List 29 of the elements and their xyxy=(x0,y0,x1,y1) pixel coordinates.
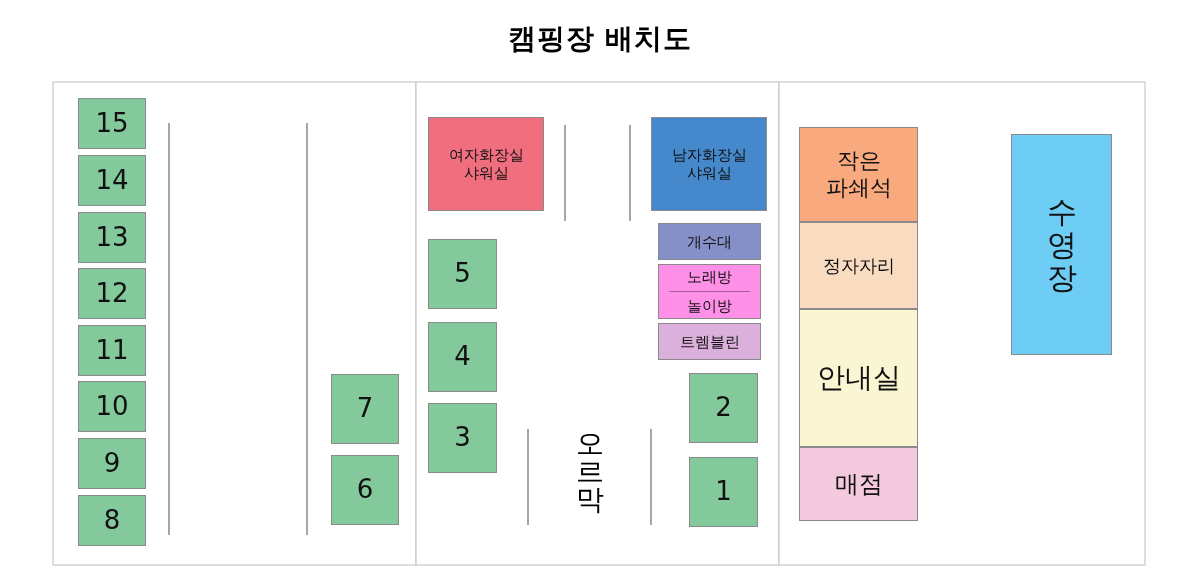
campsite-box: 15 xyxy=(78,98,146,149)
facility-box: 작은 파쇄석 xyxy=(799,127,918,222)
campsite-box: 12 xyxy=(78,268,146,319)
title: 캠핑장 배치도 xyxy=(506,21,694,57)
slope-label: 오르막 xyxy=(575,430,605,514)
facility-box: 트렘블린 xyxy=(658,323,761,360)
campsite-box: 11 xyxy=(78,325,146,376)
campsite-box: 5 xyxy=(428,239,497,309)
room-label: 노래방 xyxy=(687,267,732,286)
campsite-box: 4 xyxy=(428,322,497,392)
facility-box: 개수대 xyxy=(658,223,761,260)
facility-box: 남자화장실 샤워실 xyxy=(651,117,767,211)
facility-box: 정자자리 xyxy=(799,222,918,309)
campsite-box: 7 xyxy=(331,374,399,444)
campsite-box: 14 xyxy=(78,155,146,206)
facility-box: 매점 xyxy=(799,447,918,521)
pool-box: 수영장 xyxy=(1011,134,1112,355)
campsite-box: 13 xyxy=(78,212,146,263)
campsite-box: 6 xyxy=(331,455,399,525)
room-label: 놀이방 xyxy=(687,297,732,316)
campsite-box: 3 xyxy=(428,403,497,473)
campsite-box: 9 xyxy=(78,438,146,489)
facility-box: 안내실 xyxy=(799,309,918,447)
campsite-box: 1 xyxy=(689,457,758,527)
campsite-box: 10 xyxy=(78,381,146,432)
campsite-box: 8 xyxy=(78,495,146,546)
campsite-box: 2 xyxy=(689,373,758,443)
facility-box: 여자화장실 샤워실 xyxy=(428,117,544,211)
facility-box xyxy=(658,264,761,319)
